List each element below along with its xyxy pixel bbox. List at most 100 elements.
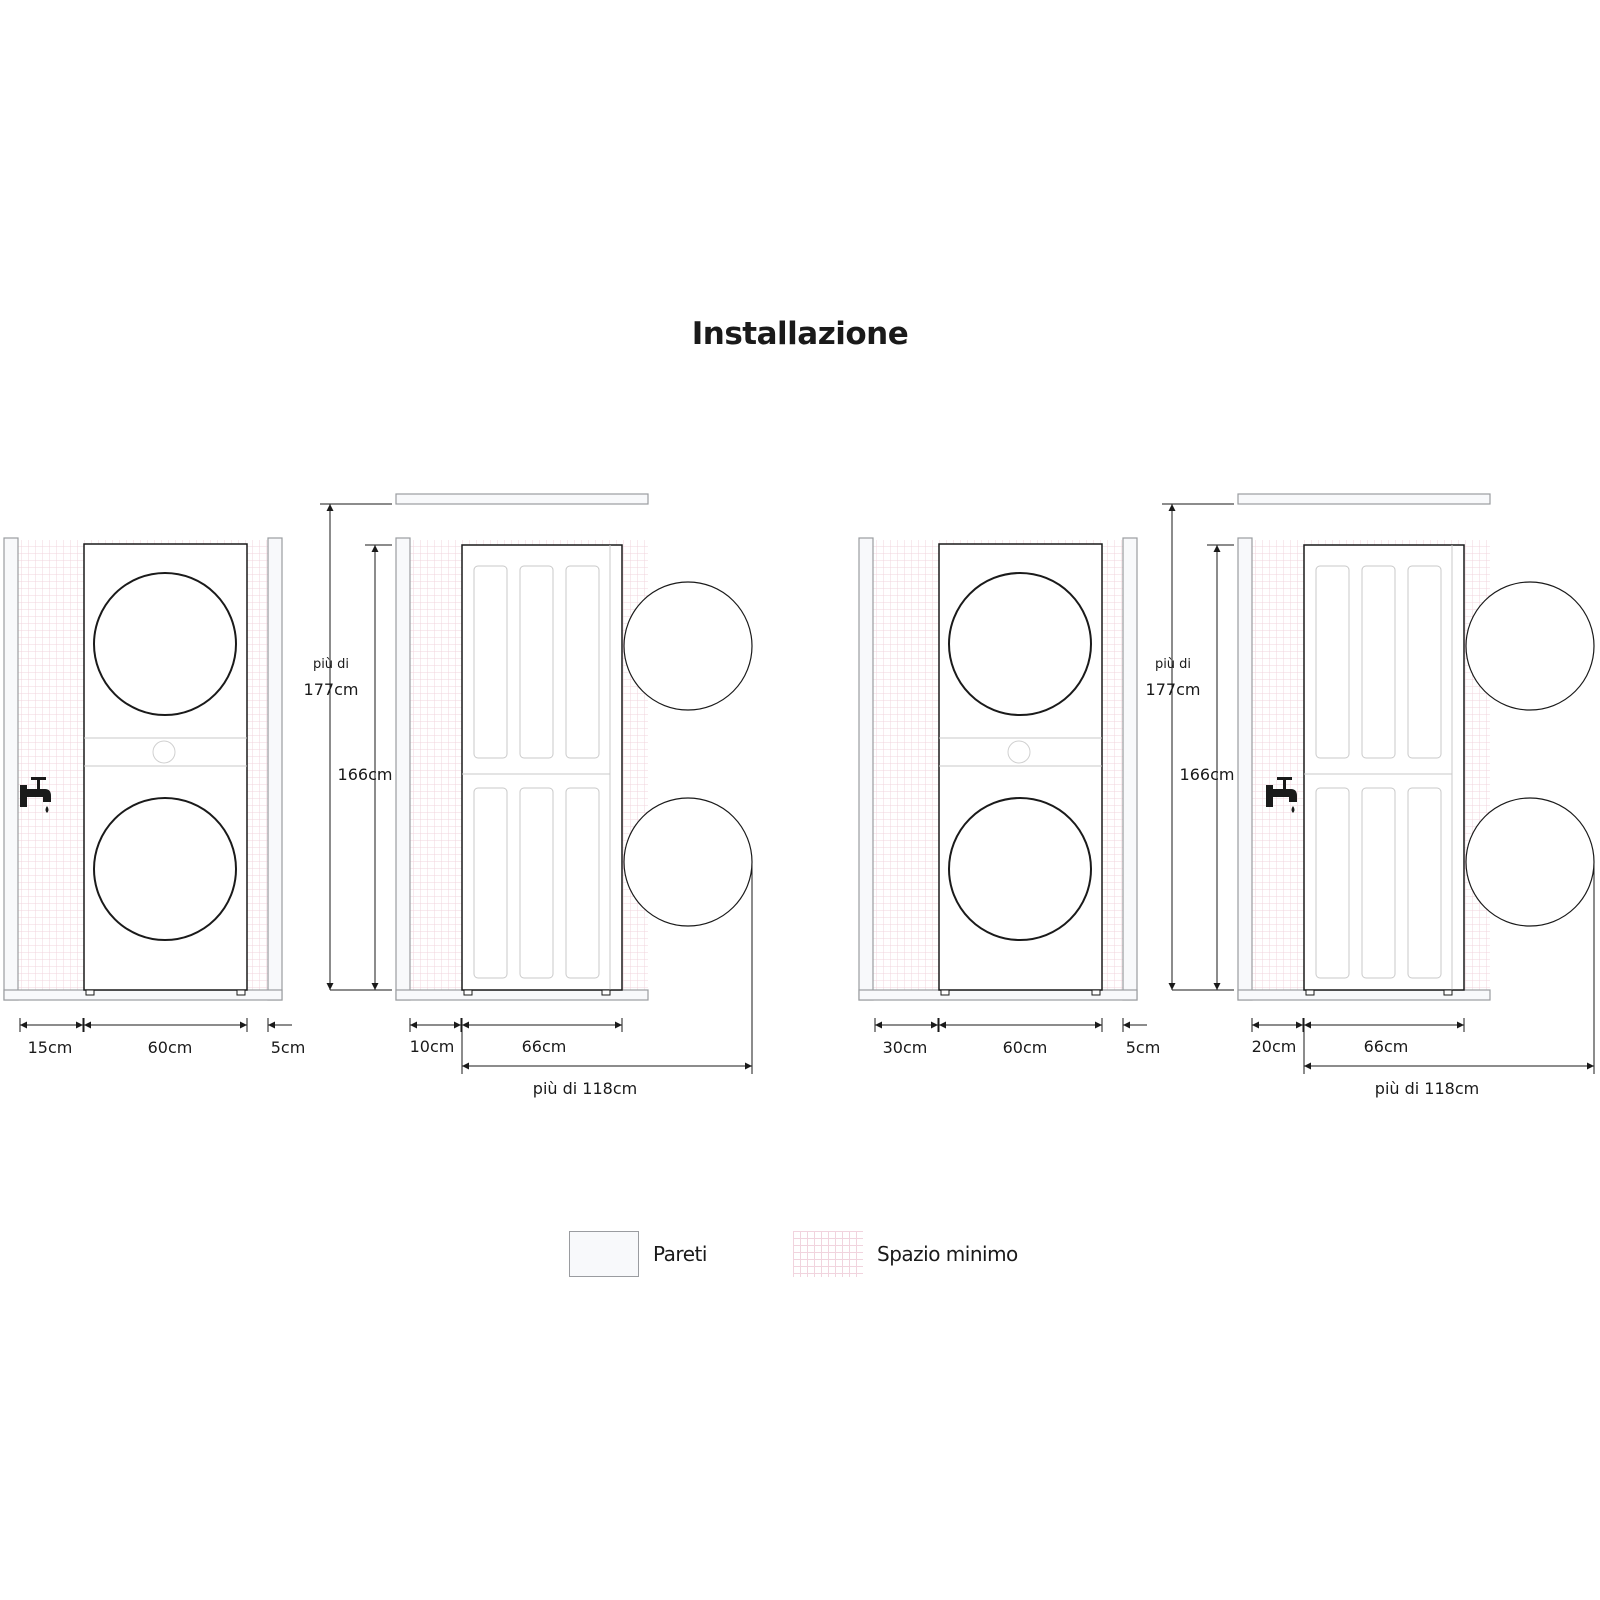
dim-right-gap-arrow (268, 1021, 275, 1029)
label-height: 166cm (1180, 765, 1235, 784)
lower-vent-2 (1361, 787, 1396, 979)
dim-left-gap (19, 1018, 84, 1032)
wall-right (1122, 537, 1138, 1001)
dim-height (371, 545, 379, 990)
label-depth: 66cm (522, 1037, 567, 1056)
page-title: Installazione (691, 316, 909, 352)
label-door-open: più di 118cm (533, 1079, 637, 1098)
washer-door-open (623, 797, 753, 927)
label-left-gap: 15cm (28, 1038, 73, 1057)
control-knob (1007, 740, 1031, 764)
dim-depth-arrow-left (1304, 1021, 1311, 1029)
dim-depth-arrow-left (462, 1021, 469, 1029)
dim-total-height (1168, 504, 1176, 990)
dim-back-gap (409, 1018, 462, 1032)
lower-vent-1 (1315, 787, 1350, 979)
dim-left-gap-arrow-right (76, 1021, 83, 1029)
legend-item-walls: Pareti (569, 1231, 707, 1277)
panel-front-3: 30cm 60cm 5cm (858, 537, 1161, 1057)
foot-right (1091, 989, 1101, 996)
lower-vent-3 (1407, 787, 1442, 979)
dryer-door-open (623, 581, 753, 711)
label-right-gap: 5cm (1126, 1038, 1161, 1057)
washtower-side-body (1303, 544, 1465, 991)
dim-total-height-arrow-top (326, 504, 334, 511)
water-tap-icon (1266, 777, 1297, 813)
label-back-gap: 10cm (410, 1037, 455, 1056)
label-total-height: 177cm (304, 680, 359, 699)
dim-height-arrow-top (371, 545, 379, 552)
dim-total-height (326, 504, 334, 990)
dim-height-arrow-bottom (1213, 983, 1221, 990)
washer-door (93, 797, 237, 941)
ceiling (395, 493, 649, 505)
control-knob (152, 740, 176, 764)
label-door-open: più di 118cm (1375, 1079, 1479, 1098)
foot-back (1305, 989, 1315, 996)
dim-depth-arrow-right (1457, 1021, 1464, 1029)
dim-back-gap-arrow-left (1252, 1021, 1259, 1029)
legend-item-min-space: Spazio minimo (793, 1231, 1018, 1277)
dim-width-arrow-left (84, 1021, 91, 1029)
dim-back-gap-arrow-right (1296, 1021, 1303, 1029)
dim-depth (1303, 1018, 1465, 1032)
dryer-door-open (1465, 581, 1595, 711)
label-left-gap: 30cm (883, 1038, 928, 1057)
dim-height-arrow-bottom (371, 983, 379, 990)
water-tap-icon (20, 777, 51, 813)
label-total-height-prefix: più di (313, 657, 349, 672)
dim-left-gap-arrow-right (931, 1021, 938, 1029)
upper-vent-2 (1361, 565, 1396, 759)
dim-right-gap-arrow (1123, 1021, 1130, 1029)
foot-back (463, 989, 473, 996)
label-back-gap: 20cm (1252, 1037, 1297, 1056)
ceiling (1237, 493, 1491, 505)
dim-left-gap-arrow-left (20, 1021, 27, 1029)
label-depth: 66cm (1364, 1037, 1409, 1056)
lower-vent-2 (519, 787, 554, 979)
dim-depth-arrow-right (615, 1021, 622, 1029)
dim-left-gap-arrow-left (875, 1021, 882, 1029)
dim-width (83, 1018, 248, 1032)
dim-width-arrow-right (1095, 1021, 1102, 1029)
label-height: 166cm (338, 765, 393, 784)
wall-left (858, 537, 874, 1001)
dim-door-open-arrow-right (1587, 1062, 1594, 1070)
walls-swatch (569, 1231, 639, 1277)
dryer-door (93, 572, 237, 716)
label-right-gap: 5cm (271, 1038, 306, 1057)
foot-right (236, 989, 246, 996)
label-width: 60cm (1003, 1038, 1048, 1057)
label-total-height: 177cm (1146, 680, 1201, 699)
upper-vent-1 (1315, 565, 1350, 759)
dim-door-open-arrow-right (745, 1062, 752, 1070)
panel-side-4: più di 177cm 166cm 20cm 66cm più di 118cm (1146, 493, 1595, 1098)
wall-back (1237, 537, 1253, 1001)
dim-back-gap-arrow-left (410, 1021, 417, 1029)
dim-back-gap (1251, 1018, 1304, 1032)
dim-height-arrow-top (1213, 545, 1221, 552)
dim-total-height-arrow-bottom (1168, 983, 1176, 990)
dim-left-gap (874, 1018, 939, 1032)
dim-total-height-arrow-bottom (326, 983, 334, 990)
foot-left (85, 989, 95, 996)
min-space-swatch (793, 1231, 863, 1277)
washtower-side-body (461, 544, 623, 991)
upper-vent-3 (1407, 565, 1442, 759)
lower-vent-3 (565, 787, 600, 979)
dim-door-open-arrow-left (462, 1062, 469, 1070)
dim-depth (461, 1018, 623, 1032)
upper-vent-3 (565, 565, 600, 759)
upper-vent-2 (519, 565, 554, 759)
label-total-height-prefix: più di (1155, 657, 1191, 672)
washer-door (948, 797, 1092, 941)
legend-label-walls: Pareti (653, 1242, 707, 1266)
dim-back-gap-arrow-right (454, 1021, 461, 1029)
dim-width-arrow-left (939, 1021, 946, 1029)
foot-front (1443, 989, 1453, 996)
wall-left (3, 537, 19, 1001)
dim-height (1213, 545, 1221, 990)
dim-door-open (461, 1059, 753, 1073)
